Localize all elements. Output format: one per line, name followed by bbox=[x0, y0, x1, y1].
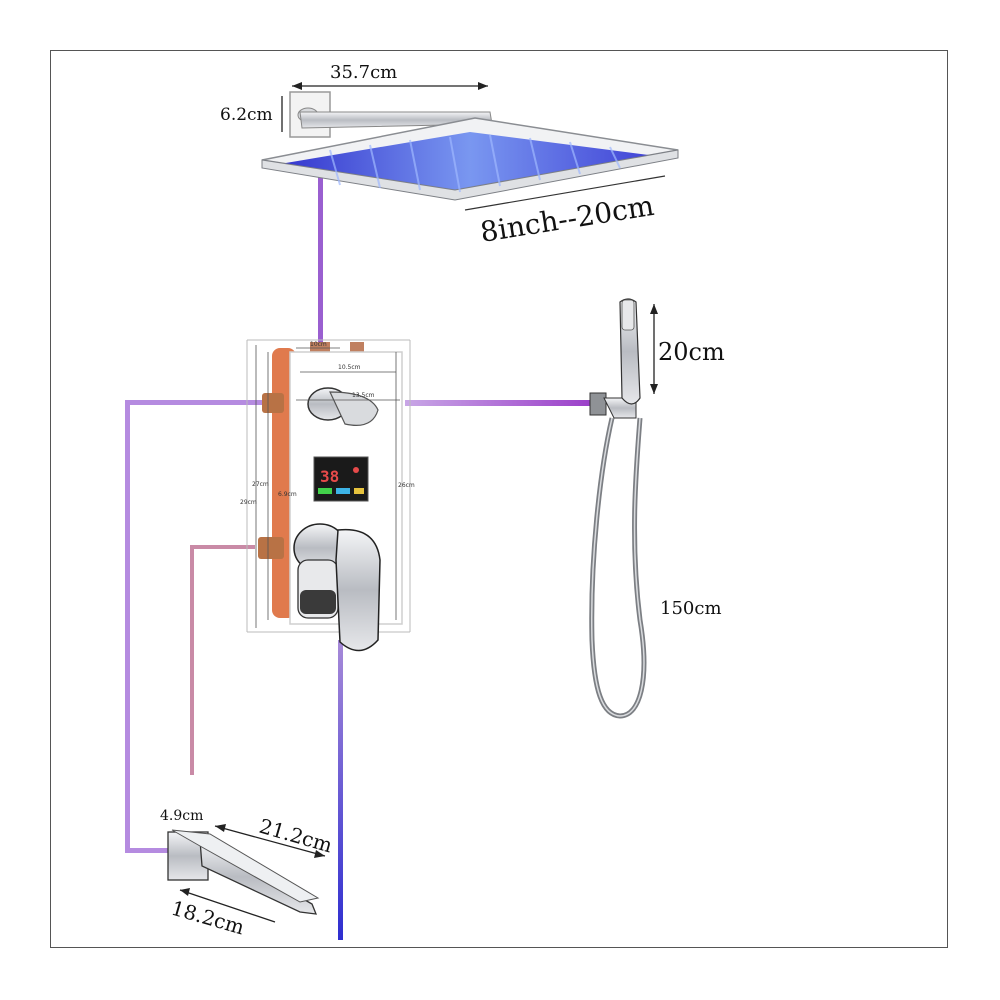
panel-right-height: 26cm bbox=[398, 482, 415, 489]
pipe-to-shower-head bbox=[318, 175, 323, 345]
panel-inner-width: 10.5cm bbox=[338, 364, 361, 371]
spout-depth-dimension: 18.2cm bbox=[169, 888, 276, 940]
spout-height-label: 4.9cm bbox=[160, 808, 203, 824]
pipe-to-spout bbox=[125, 848, 170, 853]
pipe-pink-vertical bbox=[190, 545, 194, 775]
mixer-lever-handle-icon bbox=[293, 523, 381, 652]
rain-shower-head-icon bbox=[261, 91, 679, 201]
top-outlet-fitting-right bbox=[350, 342, 364, 354]
image-frame bbox=[50, 50, 948, 948]
panel-total-height: 29cm bbox=[240, 499, 257, 506]
wall-mount-dimension: 6.2cm bbox=[220, 96, 283, 132]
hose-length-label: 150cm bbox=[660, 598, 722, 619]
hand-shower-icon bbox=[589, 298, 647, 719]
pipe-to-hand-shower bbox=[405, 400, 593, 406]
hand-shower-dimension: 20cm bbox=[650, 304, 725, 394]
spout-height-dimension: 4.9cm bbox=[160, 808, 203, 824]
hand-shower-length-label: 20cm bbox=[658, 338, 725, 366]
panel-left-height: 27cm bbox=[252, 481, 269, 488]
panel-inner-offset: 6.9cm bbox=[278, 491, 297, 498]
pipe-left-vertical bbox=[125, 400, 130, 852]
digital-temperature-display-icon: 38 bbox=[313, 456, 369, 502]
pipe-blue-drain bbox=[338, 640, 343, 940]
valve-lower-fitting bbox=[258, 537, 284, 559]
hand-shower-face bbox=[621, 299, 635, 331]
svg-text:38: 38 bbox=[320, 467, 339, 486]
arm-length-label: 35.7cm bbox=[330, 62, 397, 83]
water-pipes bbox=[125, 175, 593, 940]
panel-handle-offset: 13.5cm bbox=[352, 392, 375, 399]
wall-mount-label: 6.2cm bbox=[220, 105, 273, 125]
led-water-streaks bbox=[329, 134, 621, 193]
spout-depth-label: 18.2cm bbox=[169, 896, 247, 940]
spout-top bbox=[171, 829, 320, 903]
hand-shower-wall-bracket bbox=[589, 392, 607, 416]
head-size-label: 8inch--20cm bbox=[478, 189, 656, 249]
pipe-left-horizontal bbox=[125, 400, 270, 405]
arm-length-dimension: 35.7cm bbox=[292, 62, 488, 90]
shower-head-rim bbox=[261, 149, 679, 201]
spout-length-label: 21.2cm bbox=[257, 814, 335, 858]
shower-hose-highlight bbox=[591, 417, 645, 717]
panel-top-width: 10cm bbox=[310, 341, 327, 348]
thermostatic-valve-panel-icon: 38 10cm 10.5cm 13.5cm 27cm 6.9cm 29cm 26… bbox=[240, 339, 415, 652]
valve-upper-fitting bbox=[262, 393, 284, 413]
pipe-pink-horizontal bbox=[190, 545, 255, 549]
tub-spout-icon bbox=[167, 829, 320, 915]
